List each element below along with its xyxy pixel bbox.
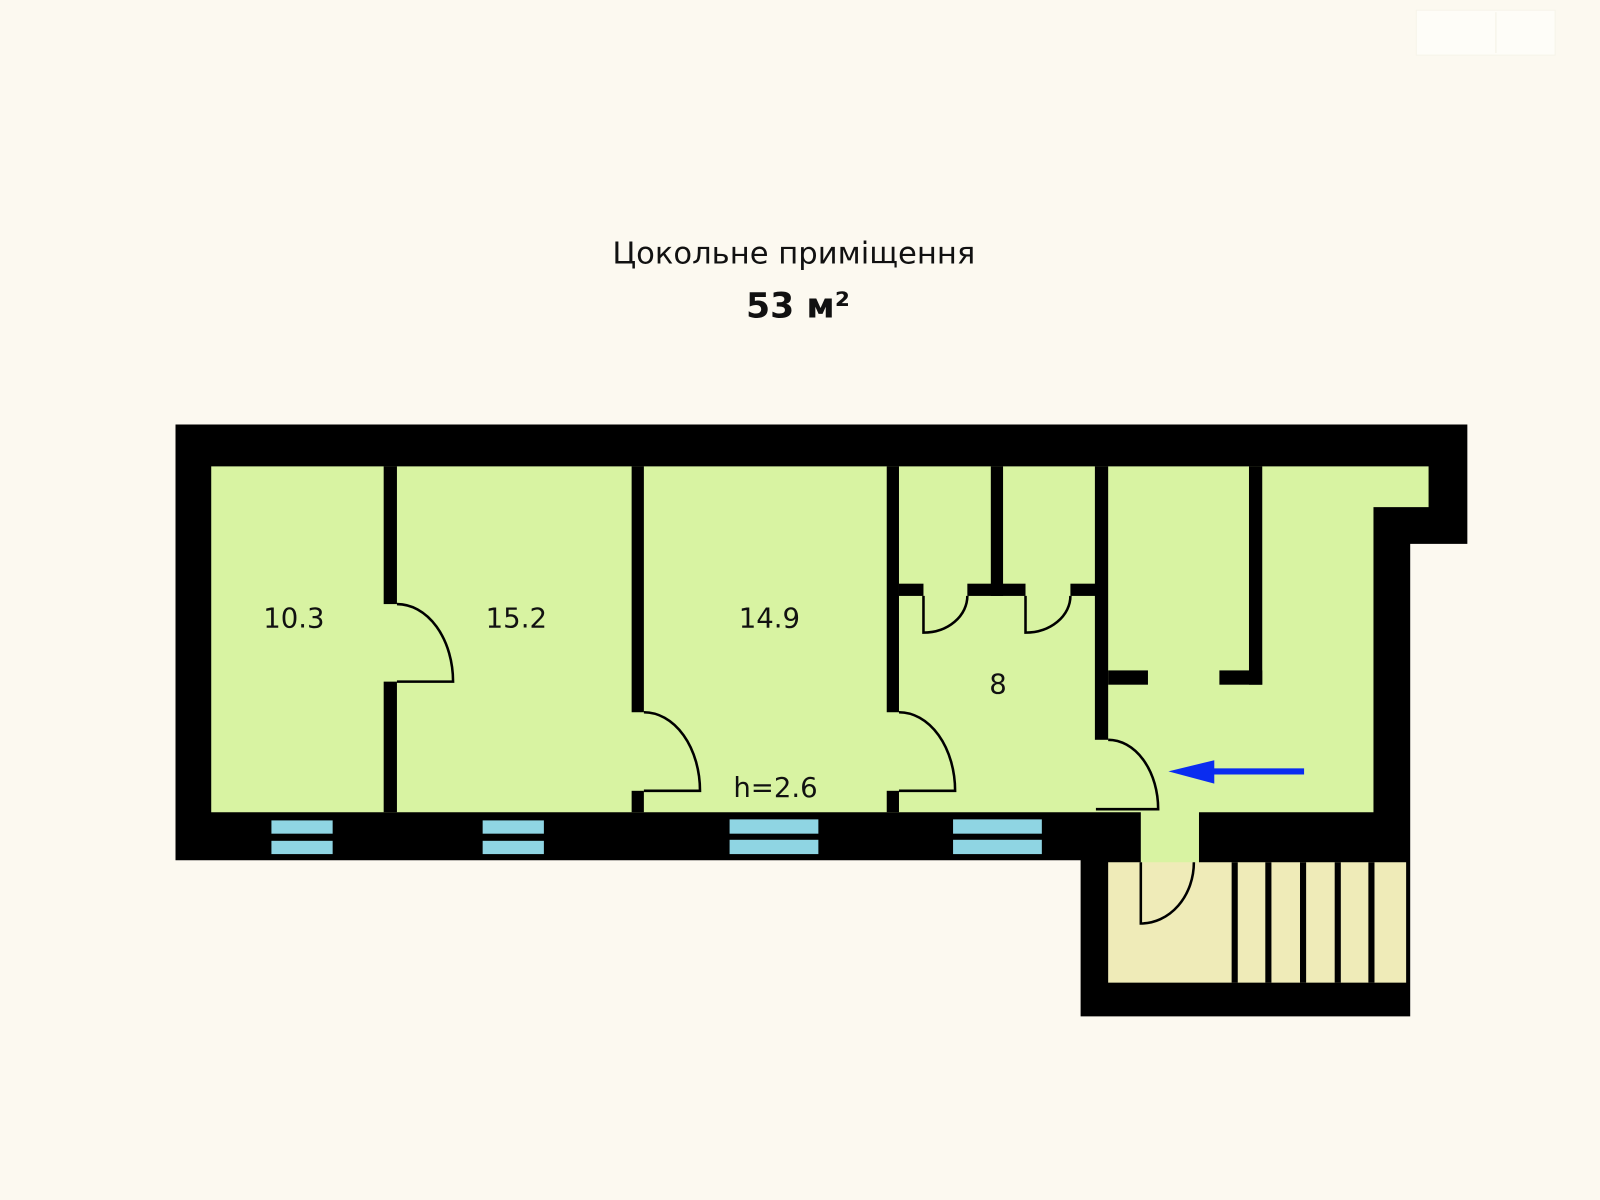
windows <box>271 819 1042 855</box>
stair-steps <box>1231 862 1375 983</box>
door-closet-1 <box>922 595 969 634</box>
window <box>729 819 819 834</box>
door-entrance <box>1139 862 1196 925</box>
entrance-opening <box>1140 811 1199 865</box>
door-room-1 <box>396 602 455 683</box>
room-area-label: 14.9 <box>739 602 800 634</box>
plan-title: Цокольне приміщення <box>612 236 975 271</box>
floor-area <box>211 466 1429 813</box>
room-area-label: 15.2 <box>486 602 547 634</box>
door-hall <box>1095 738 1160 811</box>
room-area-label: 8 <box>989 669 1007 701</box>
doors <box>396 595 1196 925</box>
ceiling-height-label: h=2.6 <box>733 772 817 804</box>
interior-walls <box>383 466 1263 813</box>
door-room-3 <box>898 710 957 793</box>
door-room-2 <box>643 710 702 793</box>
watermark-logo <box>1415 9 1556 56</box>
door-closet-2 <box>1024 595 1072 634</box>
stair-landing <box>1108 862 1407 983</box>
window <box>271 820 333 834</box>
entry-arrow-icon <box>1168 760 1305 784</box>
room-area-label: 10.3 <box>263 602 324 634</box>
window <box>953 819 1042 834</box>
total-area: 53 м² <box>746 286 850 326</box>
window <box>482 820 544 834</box>
